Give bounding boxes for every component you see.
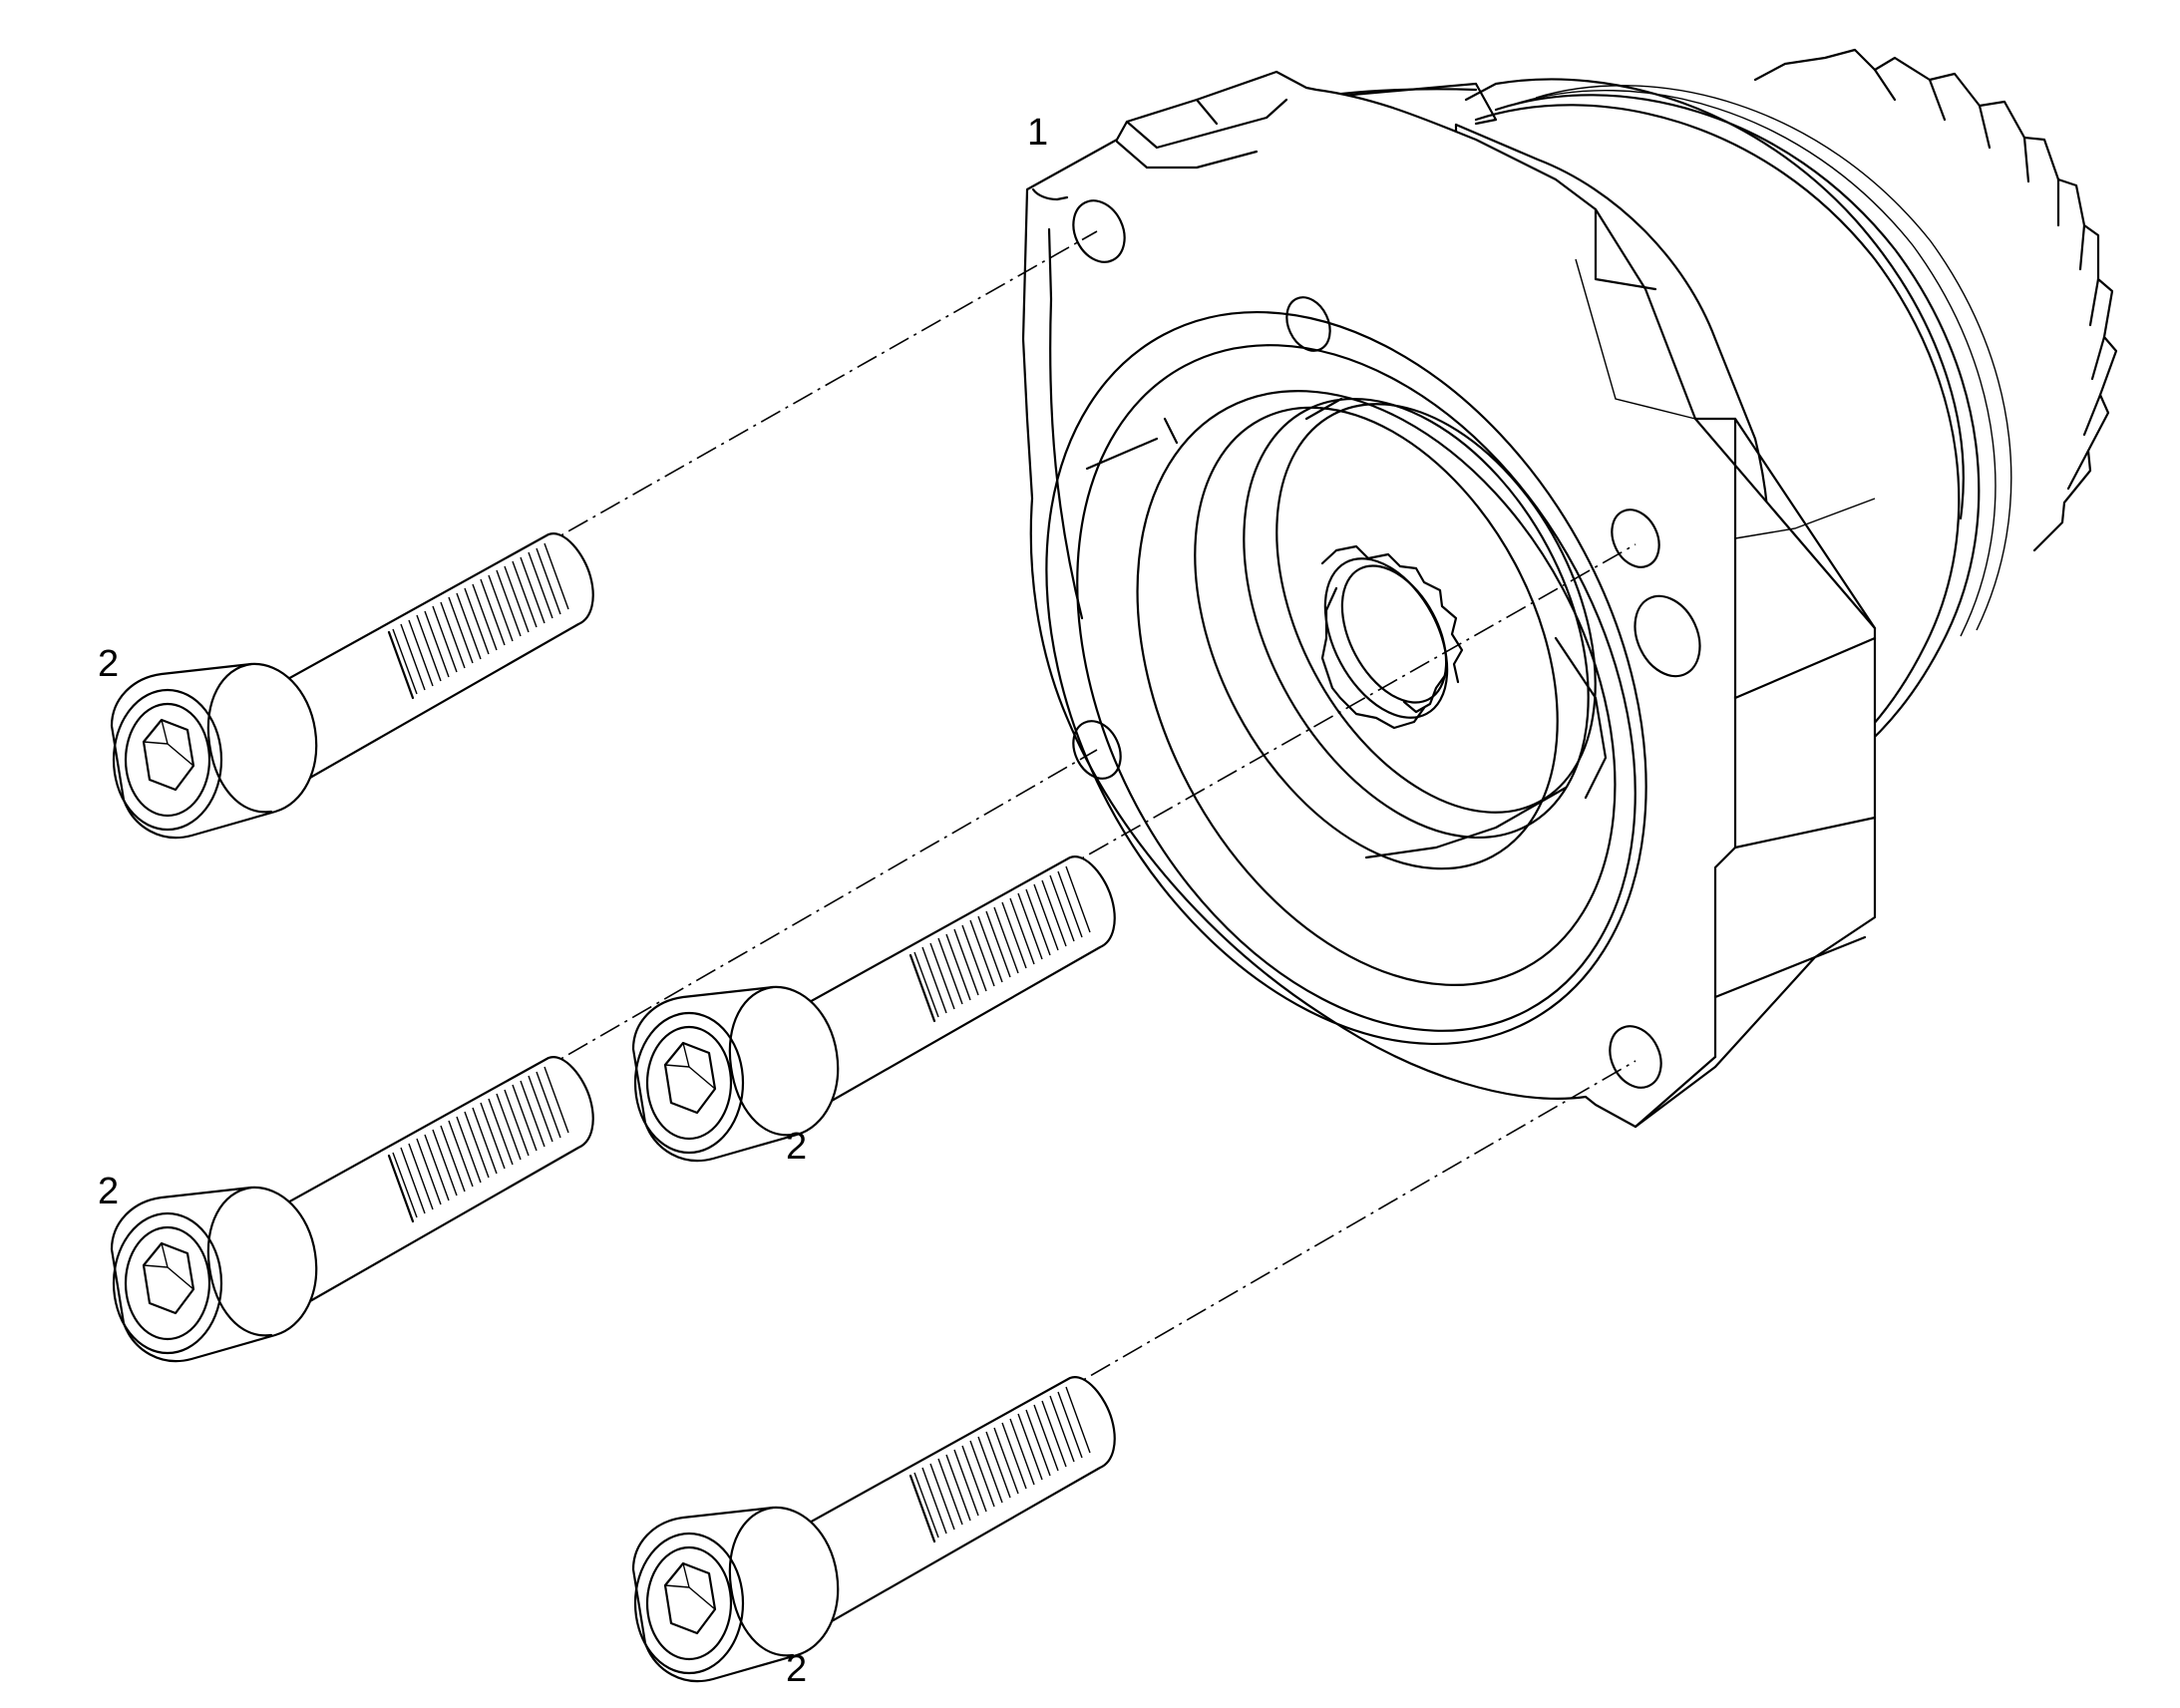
- callout-part-2-lower-left: 2: [98, 1171, 119, 1212]
- part-1-flange-hub: [1021, 48, 2118, 1129]
- hub-boss: [1194, 397, 1608, 870]
- screw-middle-right: [631, 855, 1116, 1163]
- bolt-hole-left: [1072, 720, 1122, 780]
- bolt-hole-right-lower: [1634, 594, 1701, 678]
- center-line-bolt-a: [536, 230, 1098, 550]
- bolt-hole-right: [1611, 509, 1660, 568]
- center-line-bolt-d: [1058, 1060, 1636, 1395]
- callout-labels: 1 2 2 2 2: [98, 112, 1048, 1690]
- bolt-hole-top-left: [1072, 199, 1126, 263]
- callout-part-2-upper-left: 2: [98, 643, 119, 685]
- flange-body: [1021, 70, 1877, 1129]
- callout-part-2-middle-right: 2: [786, 1126, 807, 1168]
- screw-upper-left: [110, 532, 594, 840]
- callout-part-1: 1: [1027, 112, 1048, 154]
- flange-bolt-holes: [1072, 199, 1701, 1089]
- bolt-hole-bottom: [1609, 1025, 1662, 1089]
- assembly-center-lines: [536, 230, 1636, 1395]
- center-line-bolt-b: [1056, 543, 1636, 873]
- screw-lower-left: [110, 1056, 594, 1363]
- bolt-hole-upper-inner: [1285, 296, 1331, 352]
- pilot-recess: [1045, 310, 1647, 1046]
- center-line-bolt-c: [536, 749, 1098, 1074]
- callout-part-2-bottom: 2: [786, 1648, 807, 1690]
- screw-bottom: [631, 1376, 1116, 1683]
